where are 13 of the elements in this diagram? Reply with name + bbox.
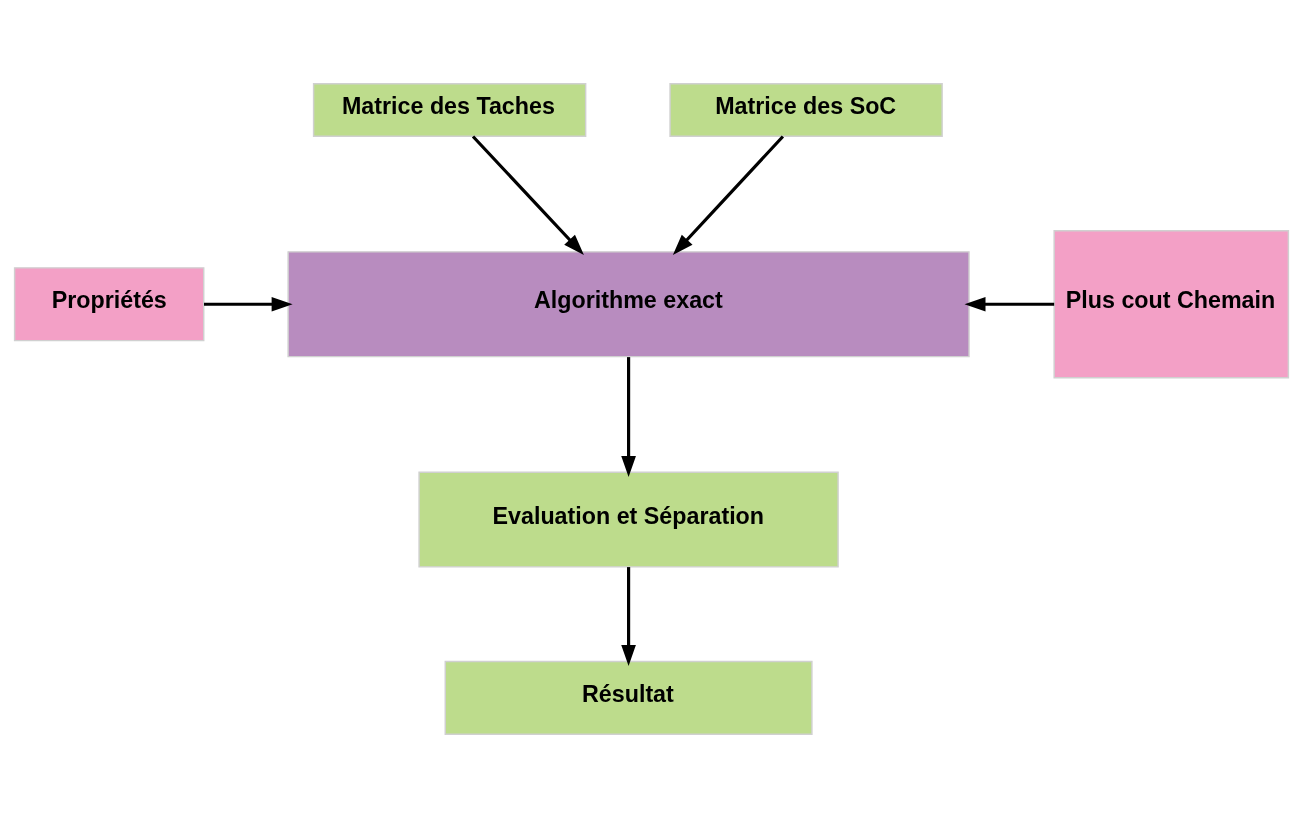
node-box: Evaluation et Séparation	[418, 471, 839, 568]
node-box: Algorithme exact	[287, 251, 970, 358]
node-box: Plus cout Chemain	[1053, 230, 1290, 379]
arrow	[471, 135, 584, 256]
node-box: Matrice des SoC	[669, 83, 943, 137]
node-box: Propriétés	[13, 267, 205, 342]
node-box: Matrice des Taches	[312, 83, 587, 137]
arrow	[672, 135, 785, 256]
arrow	[621, 357, 636, 478]
arrow	[621, 567, 636, 666]
node-box: Résultat	[444, 660, 813, 735]
arrow	[204, 296, 293, 312]
arrow	[964, 296, 1055, 312]
